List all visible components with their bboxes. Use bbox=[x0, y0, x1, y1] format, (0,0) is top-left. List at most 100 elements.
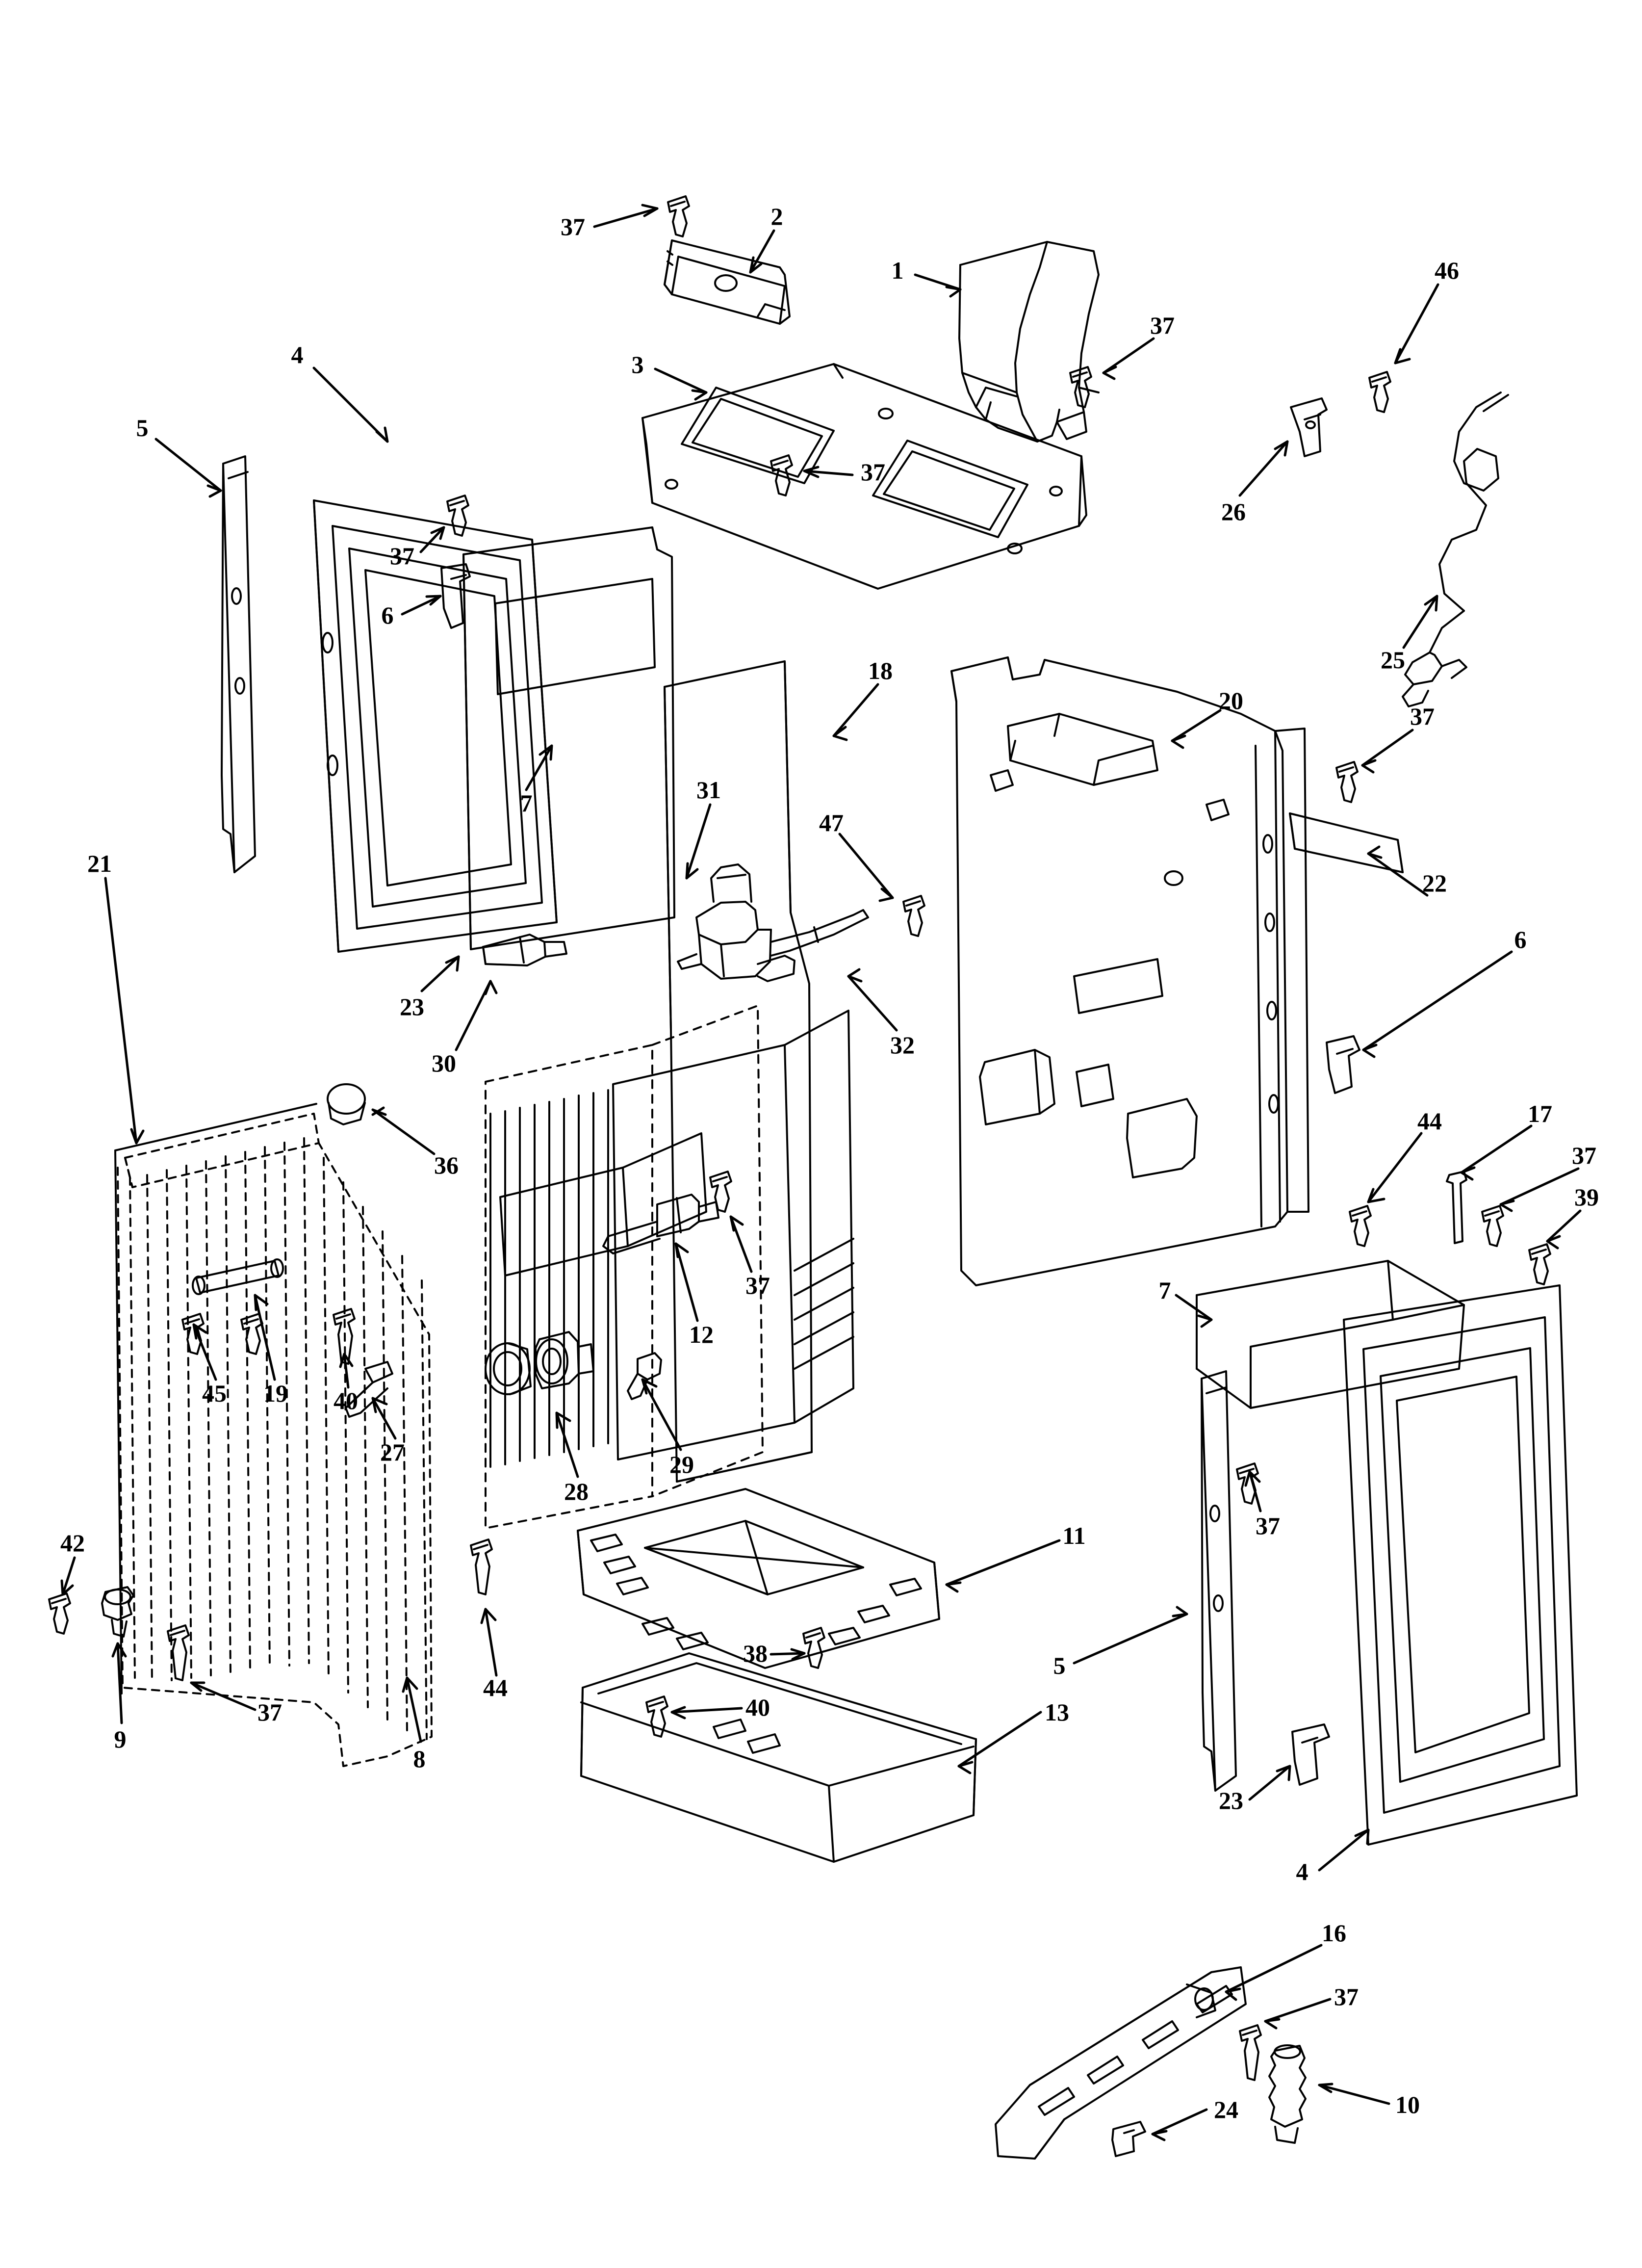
callout-label: 6 bbox=[381, 601, 394, 629]
callout-label: 3 bbox=[631, 351, 644, 378]
callout-label: 37 bbox=[257, 1698, 282, 1726]
part-9-leveler bbox=[101, 1586, 134, 1638]
callout-label: 6 bbox=[1514, 926, 1527, 953]
part-7-panel-left bbox=[462, 526, 675, 950]
screw-47 bbox=[902, 895, 925, 937]
callout-label: 39 bbox=[1574, 1183, 1599, 1211]
part-25-power-cord bbox=[1402, 391, 1509, 707]
part-24-clip bbox=[1111, 2121, 1146, 2157]
part-17-pin bbox=[1446, 1171, 1467, 1244]
callout-label: 7 bbox=[1158, 1277, 1171, 1304]
screw-45 bbox=[181, 1313, 205, 1355]
callout-label: 8 bbox=[413, 1745, 426, 1773]
part-29-knob bbox=[535, 1331, 594, 1389]
part-32-thermostat bbox=[677, 863, 869, 982]
callout-label: 37 bbox=[1572, 1142, 1596, 1169]
part-5-trim-left bbox=[221, 455, 256, 873]
part-27-grommet bbox=[485, 1342, 532, 1395]
callout-label: 2 bbox=[770, 203, 783, 230]
callout-label: 19 bbox=[263, 1380, 288, 1407]
part-36-cap bbox=[327, 1083, 366, 1125]
part-22-rail bbox=[1289, 812, 1404, 873]
screw-37-rail-bottom bbox=[1239, 2024, 1262, 2081]
screw-39 bbox=[1528, 1243, 1551, 1285]
callout-label: 5 bbox=[1053, 1652, 1066, 1679]
part-4-door-left bbox=[313, 499, 558, 953]
callout-label: 18 bbox=[868, 657, 893, 684]
callout-label: 16 bbox=[1322, 1919, 1346, 1947]
callout-label: 38 bbox=[743, 1640, 768, 1667]
part-27-stud bbox=[345, 1361, 393, 1418]
screw-37-part-1 bbox=[1069, 366, 1092, 408]
part-1-panel bbox=[958, 241, 1100, 443]
screw-40-bottom bbox=[645, 1695, 668, 1738]
screw-37-part-3 bbox=[770, 454, 793, 496]
callout-label: 17 bbox=[1528, 1100, 1552, 1127]
screw-37-sensor bbox=[709, 1171, 732, 1213]
part-21-insulation bbox=[117, 1113, 433, 1767]
part-7-panel-right bbox=[1196, 1260, 1465, 1409]
part-16-rail bbox=[995, 1966, 1247, 2160]
part-12-sensor bbox=[602, 1194, 719, 1254]
leader-lines bbox=[60, 204, 1582, 2141]
callout-label: 42 bbox=[60, 1529, 85, 1557]
callout-label: 27 bbox=[380, 1438, 405, 1466]
oven-liner-detail bbox=[489, 1010, 854, 1468]
part-13-bottom-panel bbox=[580, 1652, 977, 1863]
callout-label: 40 bbox=[745, 1694, 770, 1721]
callout-label: 22 bbox=[1422, 869, 1447, 897]
part-19-rod bbox=[192, 1258, 284, 1295]
screw-44-left bbox=[470, 1538, 493, 1595]
screw-38 bbox=[802, 1627, 825, 1669]
screw-46 bbox=[1368, 371, 1391, 413]
callout-label: 36 bbox=[434, 1151, 459, 1179]
callout-label: 37 bbox=[1410, 703, 1435, 730]
part-23-bracket-right bbox=[1291, 1723, 1330, 1786]
callout-label: 21 bbox=[87, 850, 112, 877]
callout-label: 45 bbox=[202, 1380, 227, 1407]
part-26-bracket bbox=[1290, 397, 1328, 457]
callout-label: 4 bbox=[291, 341, 304, 368]
part-10-leg bbox=[1268, 2044, 1307, 2144]
screw-37-right-trim bbox=[1236, 1462, 1259, 1505]
callout-label: 7 bbox=[520, 789, 533, 817]
callout-label: 4 bbox=[1296, 1858, 1308, 1885]
callout-label: 40 bbox=[334, 1387, 358, 1414]
callout-label: 31 bbox=[696, 776, 721, 804]
part-20-rear-panel bbox=[950, 656, 1309, 1286]
callout-label: 29 bbox=[669, 1451, 694, 1478]
callout-label: 25 bbox=[1381, 646, 1405, 674]
callout-label: 37 bbox=[745, 1272, 770, 1299]
part-2-bracket bbox=[664, 239, 791, 325]
part-4-door-right bbox=[1343, 1284, 1578, 1846]
screw-37-door-left bbox=[446, 495, 469, 537]
part-21-frame bbox=[114, 1103, 317, 1694]
part-30-bracket bbox=[482, 934, 567, 966]
part-6-hinge-right bbox=[1326, 1035, 1360, 1094]
callout-label: 44 bbox=[1417, 1107, 1442, 1135]
callout-label: 11 bbox=[1062, 1522, 1086, 1549]
callout-label: 32 bbox=[890, 1031, 915, 1059]
callout-label: 37 bbox=[861, 458, 885, 486]
part-28-oven-cavity bbox=[485, 1005, 764, 1529]
callout-label: 12 bbox=[689, 1321, 714, 1348]
part-18-side-panel bbox=[664, 660, 813, 1483]
callout-label: 37 bbox=[1256, 1512, 1280, 1539]
callout-label: 23 bbox=[400, 993, 424, 1020]
callout-label: 47 bbox=[819, 809, 844, 836]
callout-label: 5 bbox=[136, 414, 149, 442]
part-29-pin bbox=[627, 1352, 662, 1400]
screw-37-top-left bbox=[667, 195, 690, 237]
part-42-screw bbox=[48, 1592, 71, 1635]
callout-label: 30 bbox=[432, 1049, 456, 1077]
callout-label: 37 bbox=[561, 213, 585, 240]
callout-label: 26 bbox=[1221, 498, 1246, 525]
callout-label: 37 bbox=[390, 542, 414, 570]
callout-label: 44 bbox=[483, 1674, 508, 1701]
callout-label: 46 bbox=[1435, 257, 1459, 284]
part-3-cooktop bbox=[641, 363, 1087, 590]
screw-19-fastener bbox=[240, 1313, 263, 1355]
callout-label: 24 bbox=[1214, 2096, 1238, 2123]
